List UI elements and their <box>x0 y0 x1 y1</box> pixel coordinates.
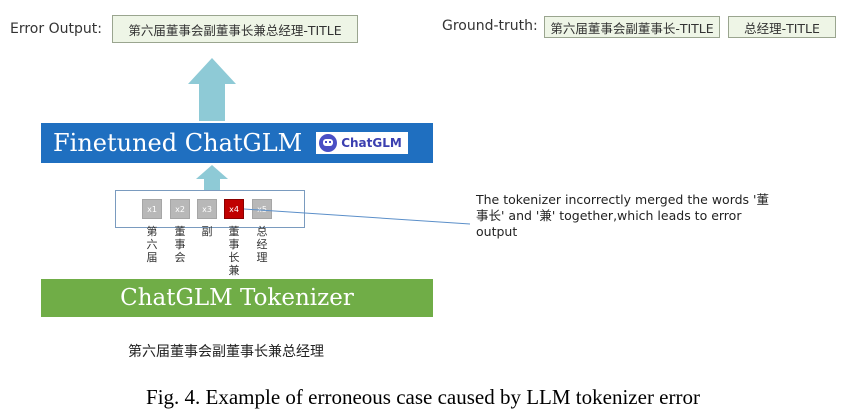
token-x5-chars: 总经理 <box>256 225 268 264</box>
annotation-line-2: 事长' and '兼' together,which leads to erro… <box>476 208 742 223</box>
token-x2-chars: 董事会 <box>174 225 186 264</box>
token-x3: x3 <box>197 199 217 219</box>
upper-arrow-head <box>188 58 236 84</box>
upper-arrow-shaft <box>199 83 225 121</box>
chatglm-logo-icon <box>319 134 338 152</box>
tokenizer-annotation: The tokenizer incorrectly merged the wor… <box>476 192 769 240</box>
token-x5: x5 <box>252 199 272 219</box>
token-x1: x1 <box>142 199 162 219</box>
error-output-box: 第六届董事会副董事长兼总经理-TITLE <box>112 15 358 43</box>
input-text: 第六届董事会副董事长兼总经理 <box>128 344 324 360</box>
chatglm-tokenizer-banner: ChatGLM Tokenizer <box>41 279 433 317</box>
lower-arrow-shaft <box>204 178 220 190</box>
finetuned-chatglm-banner: Finetuned ChatGLM ChatGLM <box>41 123 433 163</box>
tokenizer-title: ChatGLM Tokenizer <box>120 285 354 311</box>
token-x4-chars: 董事长兼 <box>228 225 240 277</box>
model-title: Finetuned ChatGLM <box>53 129 303 157</box>
lower-arrow-head <box>196 165 228 179</box>
chatglm-logo: ChatGLM <box>316 132 408 154</box>
ground-truth-box-1: 第六届董事会副董事长-TITLE <box>544 16 720 38</box>
token-x3-chars: 副 <box>201 225 213 238</box>
token-x2: x2 <box>170 199 190 219</box>
token-x1-chars: 第六届 <box>146 225 158 264</box>
ground-truth-label: Ground-truth: <box>442 18 538 34</box>
annotation-line-1: The tokenizer incorrectly merged the wor… <box>476 192 769 207</box>
error-output-label: Error Output: <box>10 21 102 37</box>
chatglm-logo-text: ChatGLM <box>341 136 402 150</box>
annotation-line-3: output <box>476 224 518 239</box>
ground-truth-box-2: 总经理-TITLE <box>728 16 836 38</box>
figure-caption: Fig. 4. Example of erroneous case caused… <box>146 385 700 409</box>
token-x4-error: x4 <box>224 199 244 219</box>
